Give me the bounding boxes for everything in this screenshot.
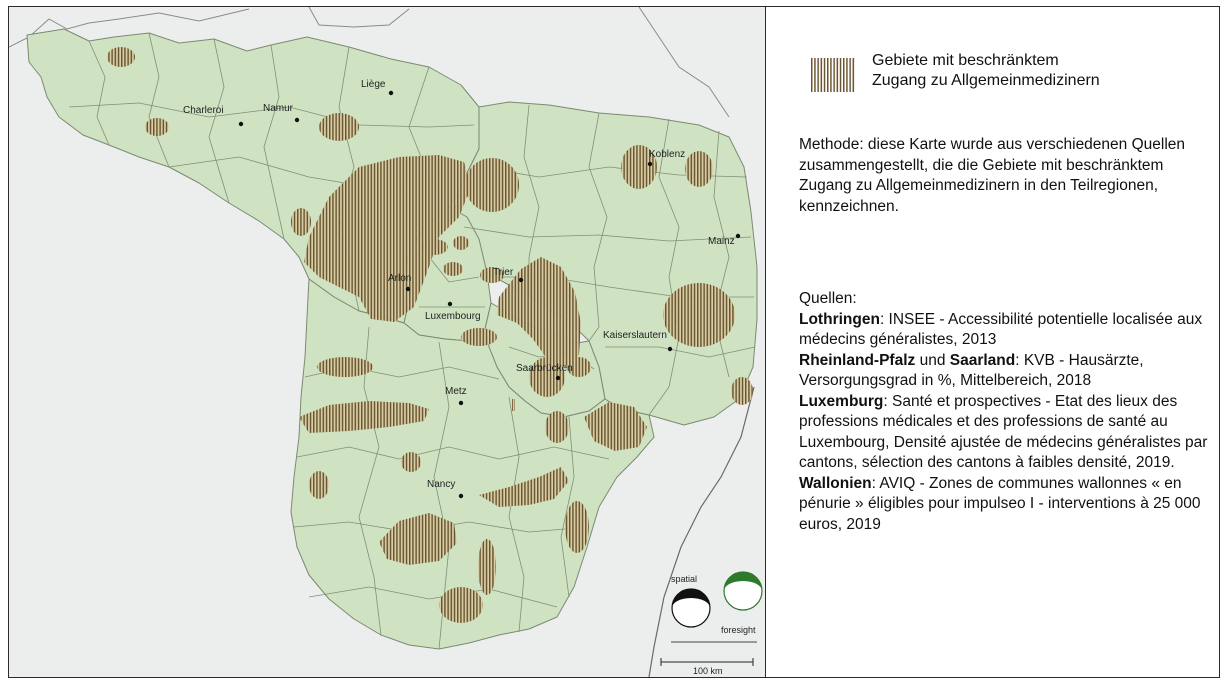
limited-access-areas [107, 47, 753, 623]
country-border [9, 8, 250, 48]
source-rlp-saar: Rheinland-Pfalz und Saarland: KVB - Haus… [799, 351, 1219, 392]
city-label-mainz: Mainz [708, 236, 735, 247]
sources-block: Quellen: Lothringen: INSEE - Accessibili… [799, 289, 1219, 535]
river-rhine [648, 386, 755, 677]
city-label-namur: Namur [263, 103, 294, 114]
source-wal-text: : AVIQ - Zones de communes wallonnes « e… [799, 474, 1201, 533]
city-label-nancy: Nancy [427, 479, 455, 490]
legend-label: Gebiete mit beschränktem Zugang zu Allge… [872, 51, 1202, 91]
city-label-charleroi: Charleroi [183, 105, 224, 116]
legend-panel: Gebiete mit beschränktem Zugang zu Allge… [766, 7, 1219, 677]
city-label-liege: Liège [361, 79, 386, 90]
city-label-metz: Metz [445, 386, 467, 397]
legend-line-2: Zugang zu Allgemeinmedizinern [872, 72, 1100, 89]
map[interactable]: Liège Charleroi Namur Koblenz Mainz Arlo… [9, 7, 765, 677]
source-saar-name: Saarland [949, 351, 1016, 369]
source-luxembourg: Luxemburg: Santé et prospectives - Etat … [799, 392, 1219, 474]
scale-bar: 100 km [660, 658, 754, 676]
sources-heading: Quellen: [799, 290, 857, 307]
city-labels: Liège Charleroi Namur Koblenz Mainz Arlo… [183, 79, 735, 490]
logo-word-spatial: spatial [671, 574, 697, 584]
city-label-kaiserslautern: Kaiserslautern [603, 330, 667, 341]
logo-word-foresight: foresight [721, 625, 756, 635]
source-rlp-name: Rheinland-Pfalz [799, 351, 916, 369]
method-text: Methode: diese Karte wurde aus verschied… [799, 136, 1186, 215]
source-lux-name: Luxemburg [799, 392, 884, 410]
map-panel[interactable]: Liège Charleroi Namur Koblenz Mainz Arlo… [9, 7, 766, 677]
country-border [308, 7, 410, 28]
city-label-saarbruecken: Saarbrücken [516, 363, 573, 374]
figure-frame: Liège Charleroi Namur Koblenz Mainz Arlo… [8, 6, 1220, 678]
country-border [638, 7, 730, 118]
source-wal-name: Wallonien [799, 474, 872, 492]
spatial-foresight-logo: spatial foresight [671, 571, 763, 643]
source-lorraine: Lothringen: INSEE - Accessibilité potent… [799, 310, 1219, 351]
city-dots [238, 90, 741, 499]
source-lorraine-text: : INSEE - Accessibilité potentielle loca… [799, 310, 1203, 349]
source-wallonia: Wallonien: AVIQ - Zones de communes wall… [799, 474, 1219, 536]
scale-label: 100 km [693, 666, 723, 676]
city-label-luxembourg: Luxembourg [425, 311, 481, 322]
source-saar-text: : KVB - Hausärzte, Versorgungsgrad in %,… [799, 351, 1144, 390]
legend-line-1: Gebiete mit beschränktem [872, 52, 1059, 69]
city-label-koblenz: Koblenz [649, 149, 685, 160]
source-lux-text: : Santé et prospectives - Etat des lieux… [799, 392, 1208, 472]
legend-hatch-swatch [811, 58, 855, 92]
city-label-arlon: Arlon [388, 273, 411, 284]
source-und: und [915, 351, 950, 369]
source-lorraine-name: Lothringen [799, 310, 880, 328]
city-label-trier: Trier [493, 267, 514, 278]
